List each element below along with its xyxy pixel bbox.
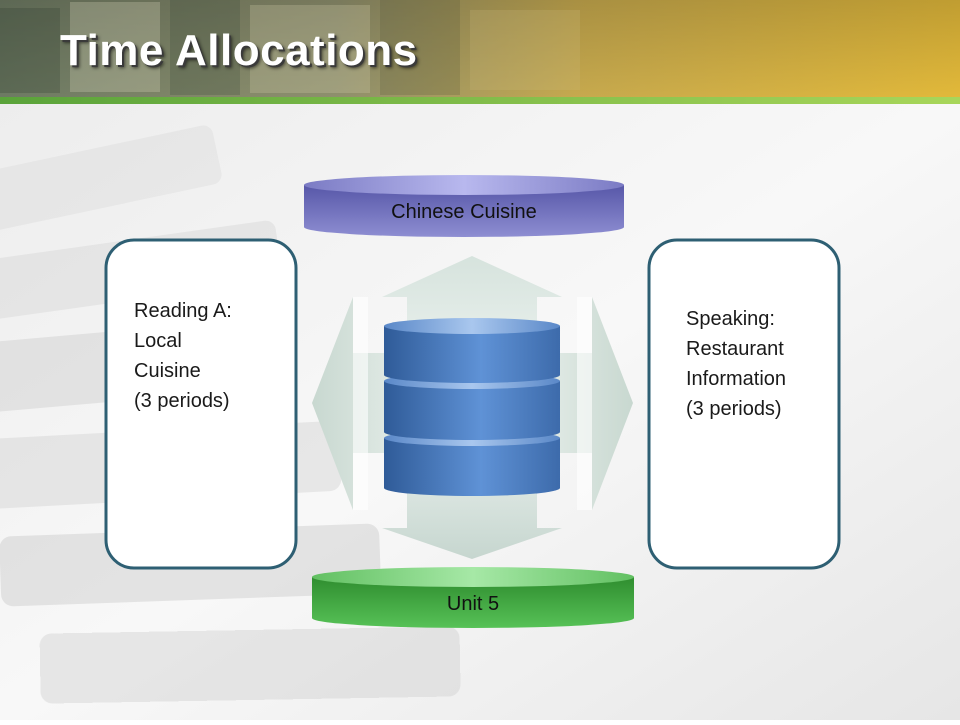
- cylinder-segment-middle: [384, 373, 560, 440]
- arrow-right-highlight: [577, 297, 592, 510]
- bottom-disc: [312, 567, 634, 628]
- left-box-text: Reading A: Local Cuisine (3 periods): [134, 296, 232, 416]
- left-box-line: (3 periods): [134, 390, 230, 412]
- header-books: [0, 0, 580, 95]
- right-box-line: Information: [686, 368, 787, 390]
- header-shade: [0, 0, 960, 97]
- slide-title: Time Allocations: [60, 26, 418, 75]
- left-box: [104, 238, 298, 570]
- right-box-text: Speaking: Restaurant Information (3 peri…: [686, 304, 786, 424]
- left-box-line: Reading A:: [134, 300, 232, 322]
- left-box-line: Cuisine: [134, 360, 201, 382]
- bottom-topic-label: Unit 5: [446, 593, 500, 615]
- right-box-line: Restaurant: [686, 338, 784, 360]
- header-green-bar: [0, 97, 960, 104]
- left-box-line: Local: [134, 330, 182, 352]
- cylinder-segment-top: [384, 318, 560, 383]
- arrow-left-highlight: [353, 297, 368, 510]
- right-box: [647, 238, 841, 570]
- top-disc: [304, 175, 624, 237]
- cylinder-stack: [384, 318, 560, 496]
- right-box-line: Speaking:: [686, 308, 775, 330]
- top-topic-label: Chinese Cuisine: [391, 201, 537, 223]
- right-box-line: (3 periods): [686, 398, 782, 420]
